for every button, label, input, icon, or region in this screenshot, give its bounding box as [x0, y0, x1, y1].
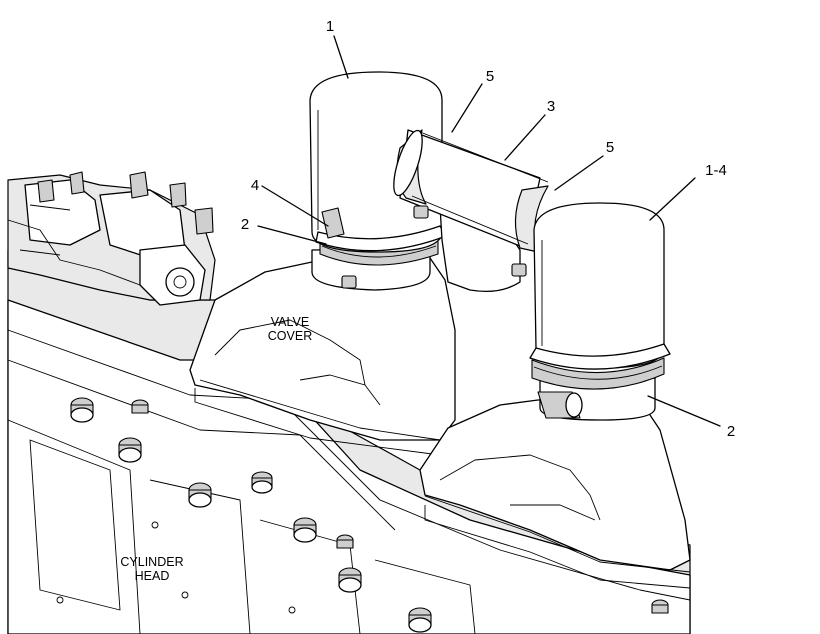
- callout-2-right: 2: [727, 423, 735, 440]
- head-bolts: [70, 397, 669, 633]
- leader-lines: [257, 35, 721, 427]
- valve-cover-front: [419, 399, 691, 589]
- callout-4: 4: [251, 177, 259, 194]
- cylinder-head-label-line2: HEAD: [135, 569, 170, 583]
- callout-5-left: 5: [486, 68, 494, 85]
- breather-1-rear: [309, 71, 447, 291]
- callout-2-left: 2: [241, 216, 249, 233]
- breather-1-4-front: [529, 202, 671, 421]
- callout-5-right: 5: [606, 139, 614, 156]
- breather-hose: [393, 129, 549, 293]
- valve-cover-rear: [189, 257, 456, 456]
- cylinder-head-label-line1: CYLINDER: [120, 555, 183, 569]
- valve-cover-label-line1: VALVE: [271, 315, 309, 329]
- valve-cover-label-line2: COVER: [268, 329, 312, 343]
- cylinder-head-block: [7, 249, 691, 634]
- callout-3: 3: [547, 98, 555, 115]
- rocker-assembly: [7, 171, 216, 306]
- callout-1-4: 1-4: [705, 162, 727, 179]
- callout-1-top: 1: [326, 18, 334, 35]
